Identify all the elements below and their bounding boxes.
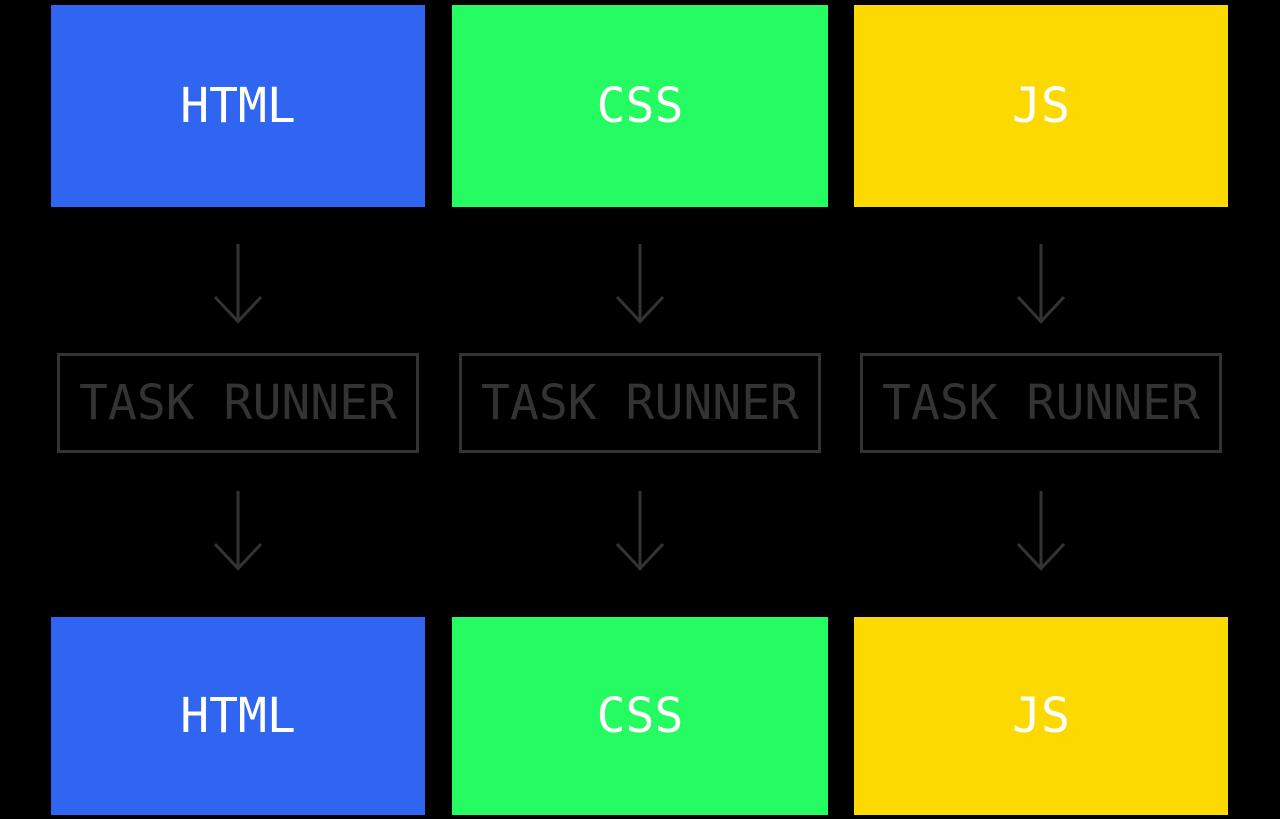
pipeline-column-js: JS TASK RUNNER JS	[854, 0, 1228, 819]
source-box-css: CSS	[452, 5, 828, 207]
arrow-down-icon	[452, 490, 828, 572]
pipeline-column-html: HTML TASK RUNNER HTML	[51, 0, 425, 819]
task-runner-box: TASK RUNNER	[459, 353, 821, 453]
source-box-html: HTML	[51, 5, 425, 207]
task-runner-box: TASK RUNNER	[57, 353, 419, 453]
task-runner-label: TASK RUNNER	[481, 375, 799, 431]
pipeline-column-css: CSS TASK RUNNER CSS	[452, 0, 828, 819]
output-box-html: HTML	[51, 617, 425, 815]
task-runner-label: TASK RUNNER	[882, 375, 1200, 431]
output-box-js: JS	[854, 617, 1228, 815]
arrow-down-icon	[854, 490, 1228, 572]
output-box-label: JS	[1012, 688, 1070, 744]
arrow-down-icon	[51, 490, 425, 572]
output-box-label: HTML	[180, 688, 296, 744]
task-runner-box: TASK RUNNER	[860, 353, 1222, 453]
source-box-label: JS	[1012, 78, 1070, 134]
task-runner-label: TASK RUNNER	[79, 375, 397, 431]
arrow-down-icon	[452, 243, 828, 325]
source-box-label: HTML	[180, 78, 296, 134]
source-box-js: JS	[854, 5, 1228, 207]
arrow-down-icon	[51, 243, 425, 325]
source-box-label: CSS	[596, 78, 684, 134]
output-box-css: CSS	[452, 617, 828, 815]
output-box-label: CSS	[596, 688, 684, 744]
arrow-down-icon	[854, 243, 1228, 325]
